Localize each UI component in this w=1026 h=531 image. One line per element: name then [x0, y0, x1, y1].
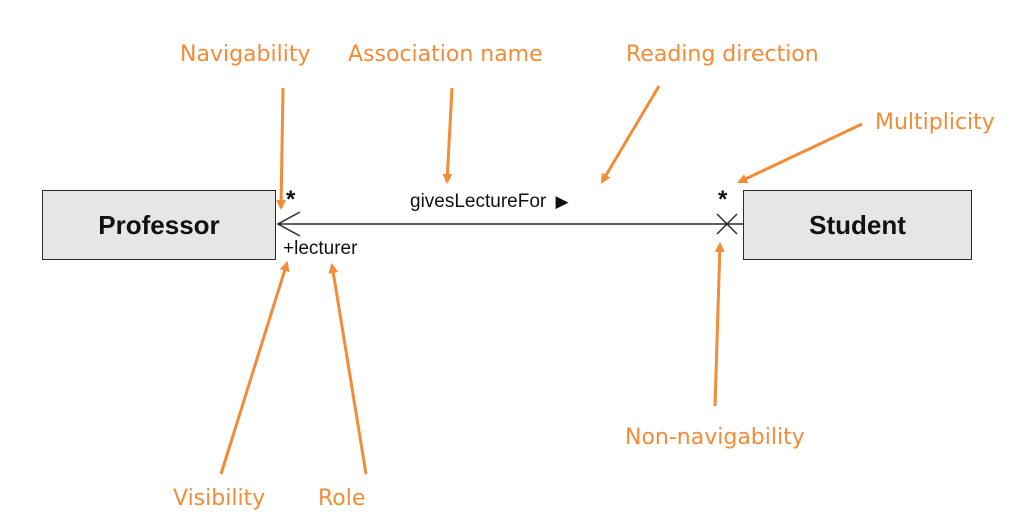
- annotation-visibility: Visibility: [173, 486, 266, 511]
- visibility-pointer: [219, 261, 290, 475]
- right-multiplicity: *: [718, 186, 728, 213]
- navigability-arrowhead: [276, 211, 301, 237]
- association-name-pointer: [442, 87, 454, 184]
- non-navigability-pointer: [713, 242, 725, 407]
- left-multiplicity: *: [286, 186, 296, 213]
- class-student: Student: [743, 190, 972, 260]
- non-navigability-cross: [716, 213, 738, 235]
- association-name-text: givesLectureFor: [410, 191, 547, 212]
- annotation-reading-direction: Reading direction: [626, 42, 819, 67]
- role-label: +lecturer: [283, 238, 358, 259]
- annotation-non-navigability: Non-navigability: [625, 425, 805, 450]
- annotation-navigability: Navigability: [180, 42, 311, 67]
- annotation-multiplicity: Multiplicity: [875, 110, 995, 135]
- annotation-association-name: Association name: [348, 42, 543, 67]
- reading-direction-marker: ▶: [555, 192, 569, 211]
- reading-direction-pointer: [600, 85, 661, 184]
- class-professor: Professor: [42, 190, 276, 260]
- role-pointer: [328, 263, 368, 475]
- association-name: givesLectureFor ▶: [410, 191, 569, 213]
- annotation-role: Role: [318, 486, 366, 511]
- multiplicity-pointer: [737, 122, 863, 184]
- navigability-pointer: [276, 87, 287, 210]
